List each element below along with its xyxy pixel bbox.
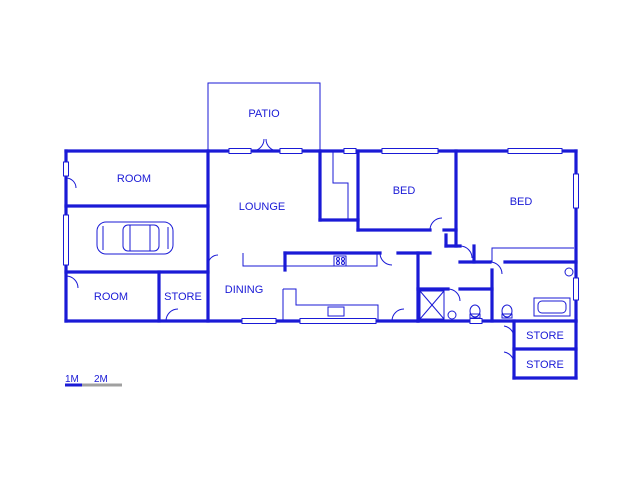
car-icon: [96, 221, 174, 255]
interior-walls: [64, 149, 578, 323]
label-store-mid: STORE: [164, 291, 202, 303]
label-store-right-1: STORE: [526, 330, 564, 342]
label-bed-1: BED: [393, 185, 416, 197]
label-lounge: LOUNGE: [239, 201, 285, 213]
label-dining: DINING: [225, 284, 264, 296]
scale-bar: 1M 2M: [65, 374, 122, 387]
label-store-right-2: STORE: [526, 359, 564, 371]
fittings: [242, 151, 574, 321]
scale-label-2m: 2M: [94, 374, 108, 385]
label-room-top: ROOM: [117, 173, 151, 185]
windows: [63, 148, 579, 324]
room-labels: PATIO LOUNGE BED BED ROOM ROOM STORE DIN…: [94, 108, 564, 371]
patio-outline: [207, 82, 321, 151]
scale-label-1m: 1M: [65, 374, 79, 385]
label-bed-2: BED: [510, 196, 533, 208]
label-room-bottom: ROOM: [94, 291, 128, 303]
doors: [65, 138, 515, 363]
label-patio: PATIO: [248, 108, 280, 120]
